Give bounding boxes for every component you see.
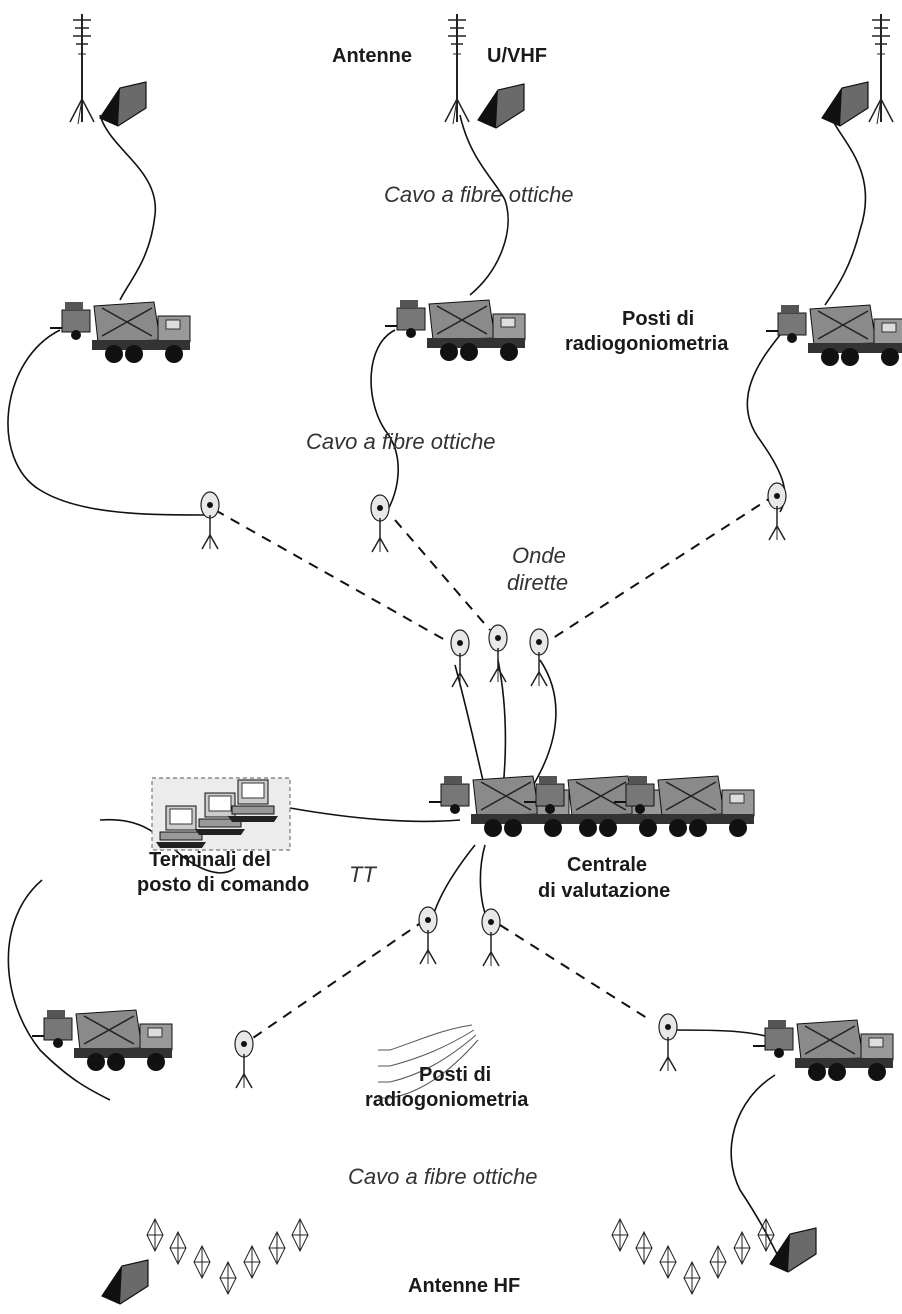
military-truck-icon <box>752 1019 894 1082</box>
label-centrale: Centrale <box>567 854 648 876</box>
radio-relay-dish-icon <box>658 1013 678 1072</box>
label-tt: TT <box>349 862 376 887</box>
radio-relay-dish-icon <box>529 628 549 687</box>
label-antenne-uvhf: Antenne <box>332 45 412 67</box>
label-posti-top-1: Posti di <box>622 308 695 330</box>
antenna-shelter-icon <box>477 83 525 129</box>
radio-relay-dish-icon <box>200 491 220 550</box>
hf-antenna-icon <box>291 1218 309 1252</box>
hf-antenna-icon <box>659 1245 677 1279</box>
radio-relay-dish-icon <box>488 624 508 683</box>
military-truck-icon <box>384 299 526 362</box>
label-posti-bottom-2: radiogoniometria <box>365 1089 529 1111</box>
hf-antenna-icon <box>146 1218 164 1252</box>
radio-relay-dish-icon <box>418 906 438 965</box>
radio-relay-dish-icon <box>767 482 787 541</box>
radio-relay-dish-icon <box>370 494 390 553</box>
hf-antenna-icon <box>219 1261 237 1295</box>
hf-antenna-icon <box>169 1231 187 1265</box>
antenna-shelter-icon <box>821 81 869 127</box>
radio-relay-dish-icon <box>234 1030 254 1089</box>
label-posti-top-2: radiogoniometria <box>565 333 729 355</box>
hf-antenna-icon <box>611 1218 629 1252</box>
label-posti-bottom-1: Posti di <box>419 1064 492 1086</box>
label-terminali-2: posto di comando <box>137 874 310 896</box>
hf-antenna-icon <box>268 1231 286 1265</box>
label-cavo-fibre-bottom: Cavo a fibre ottiche <box>348 1164 538 1189</box>
uvhf-antenna-mast-icon <box>868 13 894 125</box>
antenna-shelter-icon <box>99 81 147 127</box>
label-cavo-fibre-mid: Cavo a fibre ottiche <box>306 429 496 454</box>
label-uvhf: U/VHF <box>487 45 547 67</box>
military-truck-icon <box>49 301 191 364</box>
label-cavo-fibre-top: Cavo a fibre ottiche <box>384 182 574 207</box>
hf-antenna-icon <box>683 1261 701 1295</box>
label-di-valutazione: di valutazione <box>538 880 671 902</box>
hf-antenna-icon <box>635 1231 653 1265</box>
label-antenne-hf: Antenne HF <box>408 1275 521 1297</box>
label-dirette: dirette <box>507 570 569 595</box>
label-terminali-1: Terminali del <box>149 849 271 871</box>
hf-antenna-icon <box>733 1231 751 1265</box>
military-truck-icon <box>613 775 755 838</box>
antenna-shelter-icon <box>101 1259 149 1305</box>
uvhf-antenna-mast-icon <box>444 13 470 125</box>
hf-antenna-icon <box>243 1245 261 1279</box>
radio-relay-dish-icon <box>481 908 501 967</box>
label-onde: Onde <box>512 543 566 568</box>
hf-antenna-icon <box>709 1245 727 1279</box>
uvhf-antenna-mast-icon <box>69 13 95 125</box>
hf-antenna-icon <box>193 1245 211 1279</box>
antenna-shelter-icon <box>769 1227 817 1273</box>
military-truck-icon <box>765 304 902 367</box>
radio-relay-dish-icon <box>450 629 470 688</box>
